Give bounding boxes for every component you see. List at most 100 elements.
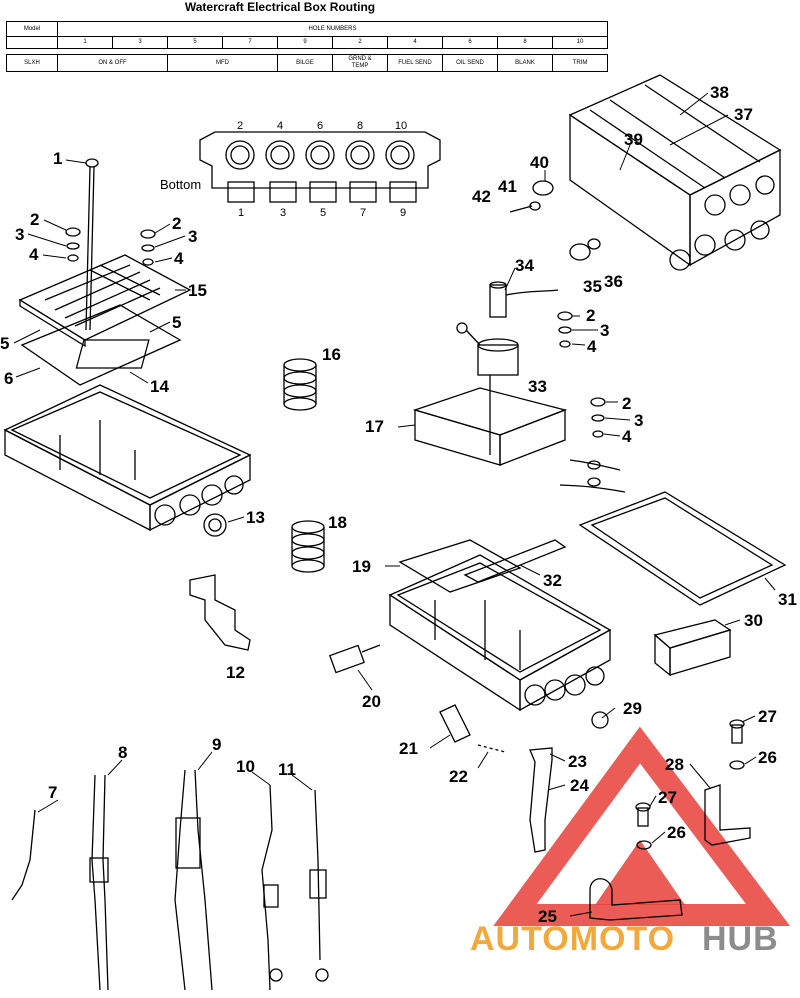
hole-bottom-label: 3 [280, 207, 286, 219]
callout: 18 [328, 513, 347, 532]
callout: 36 [604, 272, 623, 291]
callout: 16 [322, 345, 341, 364]
callout: 26 [667, 823, 686, 842]
callout: 26 [758, 748, 777, 767]
solenoid-item-33 [456, 281, 559, 455]
callout: 21 [399, 739, 418, 758]
callout: 38 [710, 83, 729, 102]
assignment-cell: TRIM [552, 54, 608, 72]
hole-top-label: 8 [357, 120, 363, 132]
callout: 6 [4, 369, 13, 388]
bottom-connector-view [199, 131, 441, 203]
callout: 35 [583, 277, 602, 296]
callout: 27 [758, 707, 777, 726]
bottom-view-labels: 2 4 6 8 10 1 3 5 7 9 Bottom [160, 120, 407, 219]
assignment-cell: ON & OFF [57, 54, 168, 72]
hole-bottom-label: 7 [360, 207, 366, 219]
electrical-box-cover-item-38 [568, 74, 782, 271]
bracket-item-28 [704, 784, 751, 846]
callout: 42 [472, 187, 491, 206]
mounting-hardware-items-40-42 [509, 180, 554, 213]
callout: 2 [30, 210, 39, 229]
callout: 3 [188, 227, 197, 246]
callout: 5 [172, 313, 181, 332]
callout: 3 [634, 411, 643, 430]
callout: 4 [174, 249, 184, 268]
plug-items-35-36 [569, 238, 601, 261]
callout: 19 [352, 557, 371, 576]
circuit-board-item-15 [18, 254, 192, 348]
hole-bottom-label: 5 [320, 207, 326, 219]
callout: 30 [744, 611, 763, 630]
callout: 20 [362, 692, 381, 711]
bottom-view-label: Bottom [160, 177, 201, 192]
hole-top-label: 4 [277, 120, 283, 132]
callout: 31 [778, 590, 797, 609]
bracket-item-25 [589, 878, 683, 921]
hole-bottom-label: 9 [400, 207, 406, 219]
callout: 4 [587, 337, 597, 356]
callout: 33 [528, 377, 547, 396]
diagram-title: Watercraft Electrical Box Routing [184, 0, 376, 14]
gasket-item-6 [20, 304, 182, 386]
hole-number-cell: 10 [552, 36, 608, 49]
callout: 1 [53, 149, 62, 168]
watermark-logo: AUTOMOTO HUB [470, 920, 778, 958]
watermark-triangle [493, 726, 791, 926]
gasket-item-31 [578, 491, 787, 606]
callout: 13 [246, 508, 265, 527]
module-item-17 [412, 387, 568, 466]
callout: 37 [734, 105, 753, 124]
callout: 22 [449, 767, 468, 786]
hole-bottom-label: 1 [238, 207, 244, 219]
callout: 11 [278, 760, 296, 779]
callout: 2 [172, 214, 181, 233]
nut-washer-stack-right [557, 311, 626, 493]
hole-top-label: 10 [395, 120, 407, 132]
callout: 27 [658, 788, 677, 807]
pin-item-22 [477, 744, 506, 753]
callout: 40 [530, 153, 549, 172]
bellows-item-18 [291, 520, 325, 573]
callout: 39 [624, 130, 643, 149]
assignment-cell: BLANK [497, 54, 553, 72]
callout: 3 [15, 225, 24, 244]
callout: 4 [622, 427, 632, 446]
callout: 17 [365, 417, 384, 436]
callout: 15 [188, 281, 207, 300]
bracket-item-12 [189, 574, 251, 651]
hole-top-label: 6 [317, 120, 323, 132]
callout: 41 [498, 177, 517, 196]
hole-top-label: 2 [237, 120, 243, 132]
callout-leader-lines [13, 92, 776, 917]
bolt-items-26-27 [635, 719, 745, 850]
connector-item-20 [328, 644, 381, 674]
electrical-box-right [388, 539, 612, 729]
wiring-harness-items-7-11 [11, 769, 329, 991]
callout: 9 [212, 735, 221, 754]
bracket-item-21 [439, 704, 471, 743]
nut-washer-stack-left [65, 227, 156, 266]
callout: 25 [538, 907, 557, 926]
callout: 3 [600, 321, 609, 340]
callout: 14 [150, 377, 169, 396]
module-item-30 [653, 619, 732, 677]
bellows-item-16 [283, 358, 317, 411]
callout: 2 [622, 394, 631, 413]
callout: 34 [515, 256, 534, 275]
watermark-text-automoto: AUTOMOTO [470, 920, 675, 958]
callout: 23 [568, 752, 587, 771]
callout: 7 [48, 783, 57, 802]
callout: 5 [0, 334, 9, 353]
callout: 2 [586, 306, 595, 325]
callout: 8 [118, 743, 127, 762]
callout: 28 [665, 755, 684, 774]
hole-routing-table: Model HOLE NUMBERS 1 3 5 7 9 2 4 6 8 10 … [6, 21, 608, 72]
callout: 32 [543, 571, 562, 590]
callout: 29 [623, 699, 642, 718]
callout-numbers: 1 2 3 4 2 3 4 15 5 5 6 14 16 13 18 12 34… [0, 83, 797, 926]
electrical-box-left [3, 384, 252, 537]
callout: 12 [226, 663, 245, 682]
callout: 10 [236, 757, 255, 776]
